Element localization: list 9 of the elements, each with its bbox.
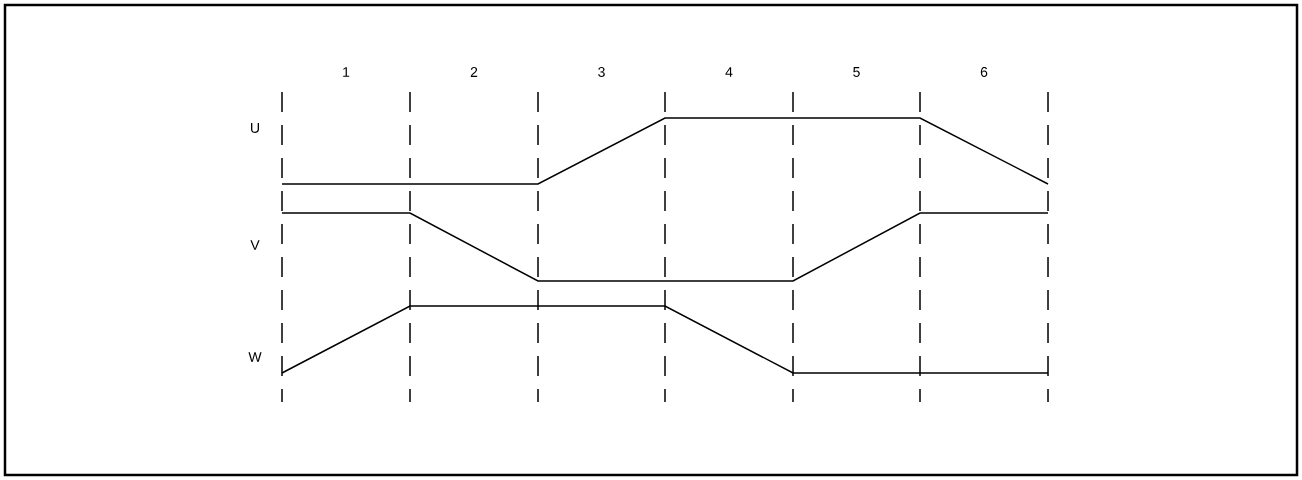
phase-label: U <box>251 123 259 133</box>
column-number: 4 <box>725 67 733 77</box>
phase-label: W <box>248 352 262 362</box>
column-number: 1 <box>343 67 350 77</box>
column-number: 3 <box>598 67 605 77</box>
column-number: 5 <box>853 67 860 77</box>
column-number: 6 <box>980 67 988 77</box>
phase-label: V <box>250 240 260 250</box>
column-number: 2 <box>470 67 478 77</box>
